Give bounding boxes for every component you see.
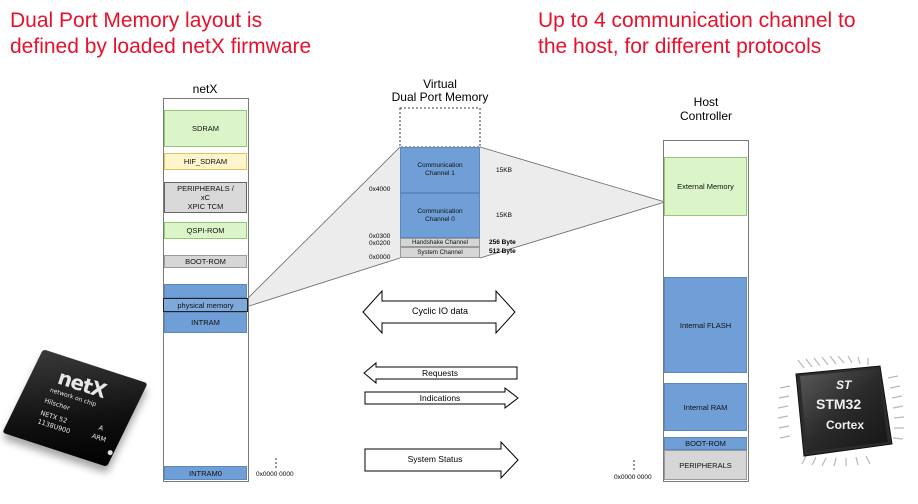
dpm-address-0300: 0x0300: [369, 233, 391, 240]
host-internal-flash-block: Internal FLASH: [664, 277, 747, 373]
netx-chip-image: netX network on chip Hilscher NETX 52 11…: [2, 349, 148, 474]
stm32-chip-image: ST STM32 Cortex: [776, 356, 912, 466]
stm32-chip-cortex: Cortex: [826, 418, 865, 432]
system-status-arrow: [364, 440, 519, 480]
headline-left: Dual Port Memory layout is defined by lo…: [10, 8, 311, 60]
netx-intram-block: INTRAM: [164, 312, 247, 333]
stm32-chip-st-logo: ST: [836, 378, 852, 392]
dpm-channel-1-label: Communication Channel 1: [417, 162, 463, 177]
netx-sdram-block: SDRAM: [164, 110, 247, 147]
dpm-host-zoom-area: [480, 147, 665, 258]
cyclic-io-label: Cyclic IO data: [411, 306, 469, 316]
dpm-address-0000: 0x0000: [369, 254, 391, 261]
netx-peripherals-label: PERIPHERALS / xC XPIC TCM: [177, 184, 234, 211]
netx-peripherals-block: PERIPHERALS / xC XPIC TCM: [164, 182, 247, 213]
dpm-channel-1: Communication Channel 1: [400, 147, 480, 193]
indications-label: Indications: [419, 393, 461, 403]
stm32-chip-model: STM32: [816, 396, 862, 412]
netx-chip-text: netX network on chip Hilscher NETX 52 11…: [10, 353, 143, 474]
netx-address-label: 0x0000 0000: [256, 471, 294, 478]
dpm-size-handshake: 256 Byte: [489, 239, 516, 246]
netx-dpm-zoom-line-bottom: [245, 257, 401, 308]
indications-arrow: [364, 386, 519, 410]
dpm-host-zoom-line-bottom: [479, 201, 666, 259]
host-boot-rom-block: BOOT-ROM: [664, 437, 747, 450]
netx-chip-arm-a: A: [97, 423, 105, 433]
netx-hif-sdram-block: HIF_SDRAM: [164, 153, 247, 170]
headline-left-line1: Dual Port Memory layout is: [10, 9, 263, 32]
host-internal-ram-block: Internal RAM: [664, 383, 747, 431]
dpm-channel-0-label: Communication Channel 0: [417, 207, 463, 223]
stm32-chip-pins: [777, 356, 905, 466]
netx-qspi-rom-block: QSPI-ROM: [164, 222, 247, 239]
dpm-address-0200: 0x0200: [369, 240, 391, 247]
host-external-memory-block: External Memory: [664, 157, 747, 216]
netx-dpm-zoom-area: [246, 147, 400, 307]
netx-dpm-zoom-line-top: [245, 146, 401, 301]
netx-intram0-block: INTRAM0: [164, 466, 247, 480]
dpm-title-line1: Virtual: [423, 77, 457, 91]
dpm-system-channel: System Channel: [400, 247, 480, 258]
dpm-dotted-area: [399, 107, 481, 148]
requests-arrow: [363, 361, 518, 385]
netx-chip-dot: [107, 449, 114, 456]
dpm-size-ch1: 15KB: [496, 167, 512, 174]
headline-right-line2: the host, for different protocols: [538, 35, 822, 58]
netx-physical-memory-block: physical memory: [163, 298, 248, 312]
netx-boot-rom-block: BOOT-ROM: [164, 255, 247, 268]
dpm-size-system: 512 Byte: [489, 248, 516, 255]
requests-label: Requests: [422, 368, 458, 378]
dpm-title-line2: Dual Port Memory: [391, 90, 489, 104]
netx-chip-arm: ARM: [90, 431, 108, 445]
dpm-size-ch0: 15KB: [496, 212, 512, 219]
headline-right-line1: Up to 4 communication channel to: [538, 9, 856, 32]
dpm-handshake-channel: Handshake Channel: [400, 238, 480, 247]
headline-left-line2: defined by loaded netX firmware: [10, 35, 312, 58]
headline-right: Up to 4 communication channel to the hos…: [538, 8, 856, 60]
host-title-line1: Host: [693, 95, 719, 109]
cyclic-io-arrow: [362, 289, 516, 335]
host-peripherals-block: PERIPHERALS: [664, 450, 747, 480]
host-title: Host Controller: [662, 95, 750, 123]
dpm-host-zoom-line-top: [479, 146, 666, 203]
host-address-label: 0x0000 0000: [614, 474, 652, 481]
system-status-label: System Status: [407, 454, 463, 464]
netx-title: netX: [192, 82, 218, 96]
dpm-channel-0: Communication Channel 0: [400, 193, 480, 238]
host-title-line2: Controller: [679, 109, 733, 123]
netx-blue-block: [164, 284, 247, 298]
dpm-title: Virtual Dual Port Memory: [368, 78, 512, 104]
dpm-address-4000: 0x4000: [369, 186, 391, 193]
